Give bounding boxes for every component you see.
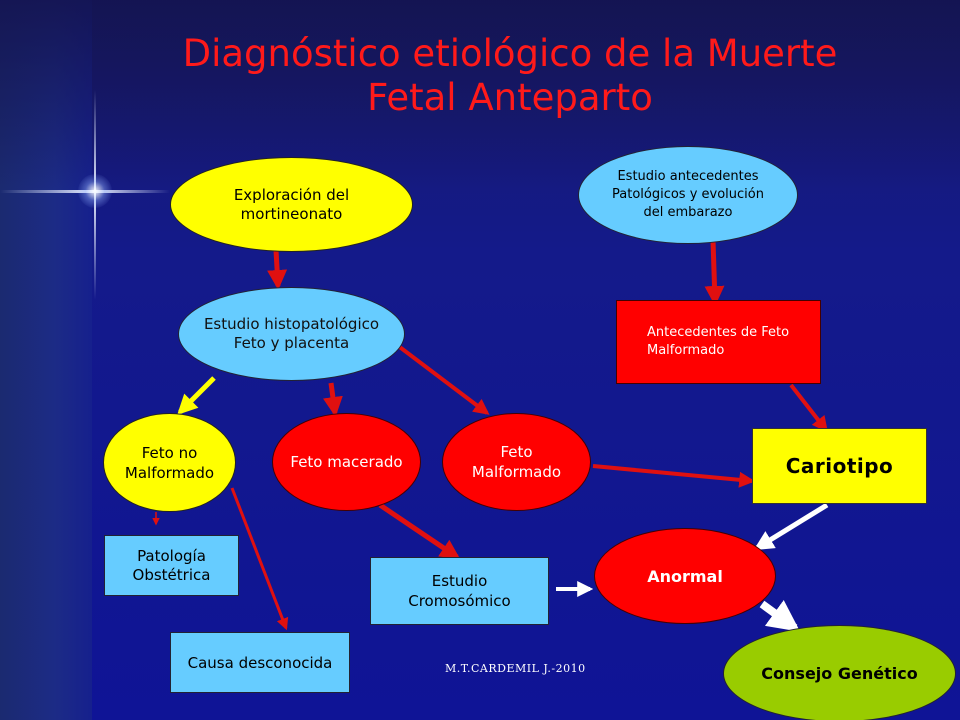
node-antecedentes-feto-line1: Antecedentes de Feto — [647, 325, 790, 340]
node-feto-macerado-label: Feto macerado — [290, 453, 403, 471]
node-exploracion-line2: mortineonato — [240, 204, 343, 223]
node-causa-desconocida-label: Causa desconocida — [187, 653, 333, 672]
node-patologia: Patología Obstétrica — [104, 535, 239, 596]
node-feto-malformado-line2: Malformado — [471, 463, 562, 481]
node-estudio-histopatologico-line1: Estudio histopatológico — [203, 315, 380, 333]
top-band — [0, 0, 960, 190]
node-estudio-cromosomico: Estudio Cromosómico — [370, 557, 549, 625]
node-exploracion-line1: Exploración del — [233, 185, 350, 204]
node-causa-desconocida: Causa desconocida — [170, 632, 350, 693]
arrow-exploracion-histopatologico — [267, 249, 288, 290]
arrow-no-malformado-to-causa — [230, 487, 289, 631]
title-line-1: Diagnóstico etiológico de la Muerte — [182, 32, 838, 75]
node-estudio-antecedentes-line1: Estudio antecedentes — [617, 169, 759, 184]
node-feto-no-malformado-line2: Malformado — [124, 463, 215, 482]
arrow-anormal-to-consejo — [759, 600, 801, 632]
node-consejo-genetico: Consejo Genético — [723, 625, 956, 720]
node-cariotipo: Cariotipo — [752, 428, 927, 504]
node-estudio-histopatologico-line2: Feto y placenta — [233, 334, 350, 352]
arrow-antecedentes-feto-to-cariotipo — [789, 383, 828, 433]
slide-title: Diagnóstico etiológico de la Muerte Feta… — [100, 32, 920, 120]
footer-credit: M.T.CARDEMIL J.-2010 — [445, 662, 586, 675]
node-estudio-cromosomico-line2: Cromosómico — [408, 592, 511, 610]
node-antecedentes-feto: Antecedentes de Feto Malformado — [616, 300, 821, 384]
node-exploracion: Exploración del mortineonato — [170, 157, 413, 252]
node-estudio-antecedentes-line2: Patológicos y evolución — [612, 187, 764, 202]
node-cariotipo-label: Cariotipo — [785, 454, 894, 478]
title-line-2: Fetal Anteparto — [367, 76, 653, 119]
arrow-macerado-to-cromosomico — [378, 502, 461, 560]
node-feto-macerado: Feto macerado — [272, 413, 421, 511]
node-antecedentes-feto-line2: Malformado — [647, 343, 725, 358]
node-feto-no-malformado: Feto no Malformado — [103, 413, 236, 512]
arrow-cariotipo-to-anormal — [753, 502, 829, 551]
arrow-histo-to-malformado — [395, 343, 490, 415]
flare-star-icon — [78, 174, 112, 208]
node-estudio-histopatologico: Estudio histopatológico Feto y placenta — [178, 287, 405, 381]
node-estudio-antecedentes: Estudio antecedentes Patológicos y evolu… — [578, 146, 798, 244]
node-feto-no-malformado-line1: Feto no — [141, 443, 198, 462]
arrow-antecedentes-estudio-to-feto — [704, 239, 725, 306]
arrow-histo-to-macerado — [322, 382, 343, 417]
arrow-histo-to-no-malformado — [177, 376, 216, 415]
node-feto-malformado: Feto Malformado — [442, 413, 591, 511]
node-anormal-label: Anormal — [647, 566, 723, 586]
node-feto-malformado-line1: Feto — [500, 443, 533, 461]
node-anormal: Anormal — [594, 528, 776, 624]
node-patologia-line1: Patología — [137, 546, 206, 565]
node-estudio-antecedentes-line3: del embarazo — [643, 205, 733, 220]
node-consejo-genetico-label: Consejo Genético — [761, 664, 918, 683]
arrow-malformado-to-cariotipo — [592, 464, 756, 488]
node-estudio-cromosomico-line1: Estudio — [431, 572, 488, 590]
node-patologia-line2: Obstétrica — [132, 565, 211, 584]
